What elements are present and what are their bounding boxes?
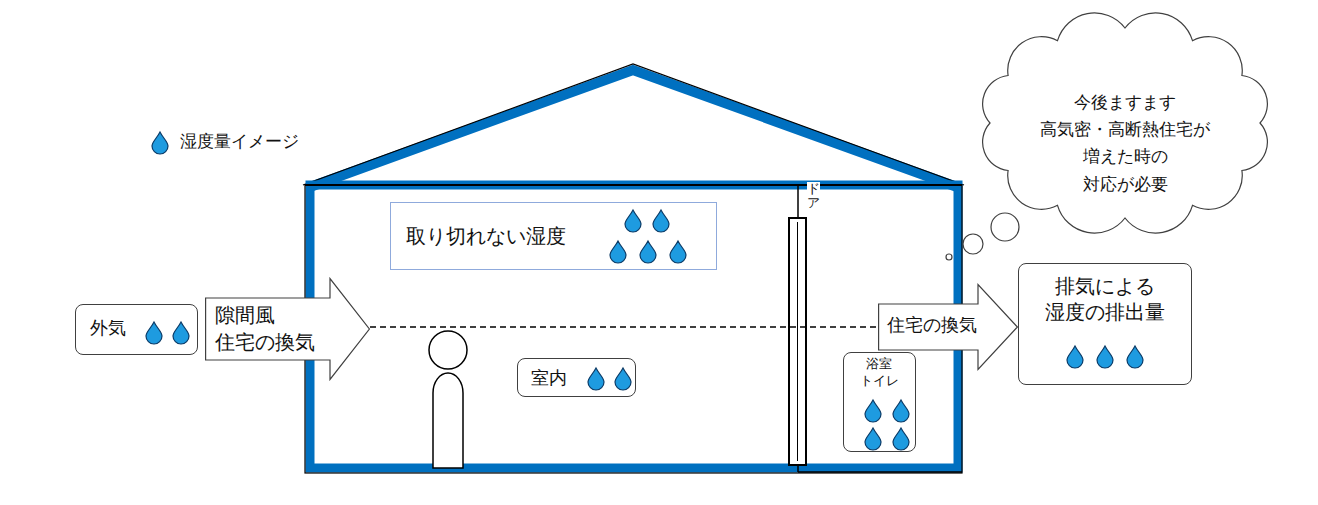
humidity-drop	[653, 210, 669, 232]
person-head	[429, 331, 467, 369]
node-text: 浴室 トイレ	[858, 356, 901, 390]
bath-toilet-box: 浴室 トイレ	[843, 352, 916, 452]
block-arrow-shape	[205, 278, 370, 380]
node-text: 隙間風 住宅の換気	[215, 302, 321, 356]
indoor-box: 室内	[517, 358, 636, 397]
thought-dot	[991, 213, 1019, 241]
humidity-drop	[610, 241, 626, 263]
node-text: 室内	[531, 367, 567, 390]
door-line	[797, 222, 798, 461]
humidity-drop	[146, 322, 162, 344]
door-label: ドア	[807, 182, 820, 211]
humidity-drop	[865, 400, 881, 422]
ceiling-line	[305, 184, 962, 186]
node-text: 住宅の換気	[887, 314, 977, 337]
thought-dot	[963, 234, 983, 254]
node-text: 外気	[90, 317, 126, 340]
roof	[310, 70, 957, 187]
legend-text: 湿度量イメージ	[180, 130, 299, 153]
humidity-drop	[670, 241, 686, 263]
humidity-drop	[1127, 346, 1143, 368]
humidity-drop	[893, 400, 909, 422]
block-arrow-outline	[206, 279, 370, 380]
house-wall	[310, 185, 958, 468]
humidity-drop	[1067, 346, 1083, 368]
humidity-drop	[865, 428, 881, 450]
wall-outline	[305, 185, 962, 473]
person-body	[433, 373, 463, 468]
humidity-drop	[625, 210, 641, 232]
door	[789, 218, 806, 465]
humidity-drop	[640, 241, 656, 263]
infiltration-arrow: 隙間風 住宅の換気	[205, 278, 370, 380]
node-text: 排気による 湿度の排出量	[1043, 273, 1167, 325]
node-text: 今後ますます 高気密・高断熱住宅が 増えた時の 対応が必要	[1039, 89, 1211, 198]
humidity-drop	[615, 368, 631, 390]
thought-cloud: 今後ますます 高気密・高断熱住宅が 増えた時の 対応が必要	[965, 3, 1285, 243]
cloud-outline	[983, 13, 1268, 233]
humidity-drop	[173, 322, 189, 344]
humidity-drop	[1097, 346, 1113, 368]
floor-line	[798, 471, 962, 473]
legend-drop	[152, 132, 168, 154]
thought-dot	[946, 254, 952, 260]
outside-air-box: 外気	[75, 304, 198, 355]
humidity-drop	[588, 368, 604, 390]
node-text: 取り切れない湿度	[406, 224, 566, 249]
humidity-drop	[893, 428, 909, 450]
exhaust-amount-box: 排気による 湿度の排出量	[1018, 263, 1192, 385]
roof-outline	[303, 64, 964, 185]
humidity-box: 取り切れない湿度	[390, 202, 717, 270]
airflow-line	[370, 326, 878, 328]
